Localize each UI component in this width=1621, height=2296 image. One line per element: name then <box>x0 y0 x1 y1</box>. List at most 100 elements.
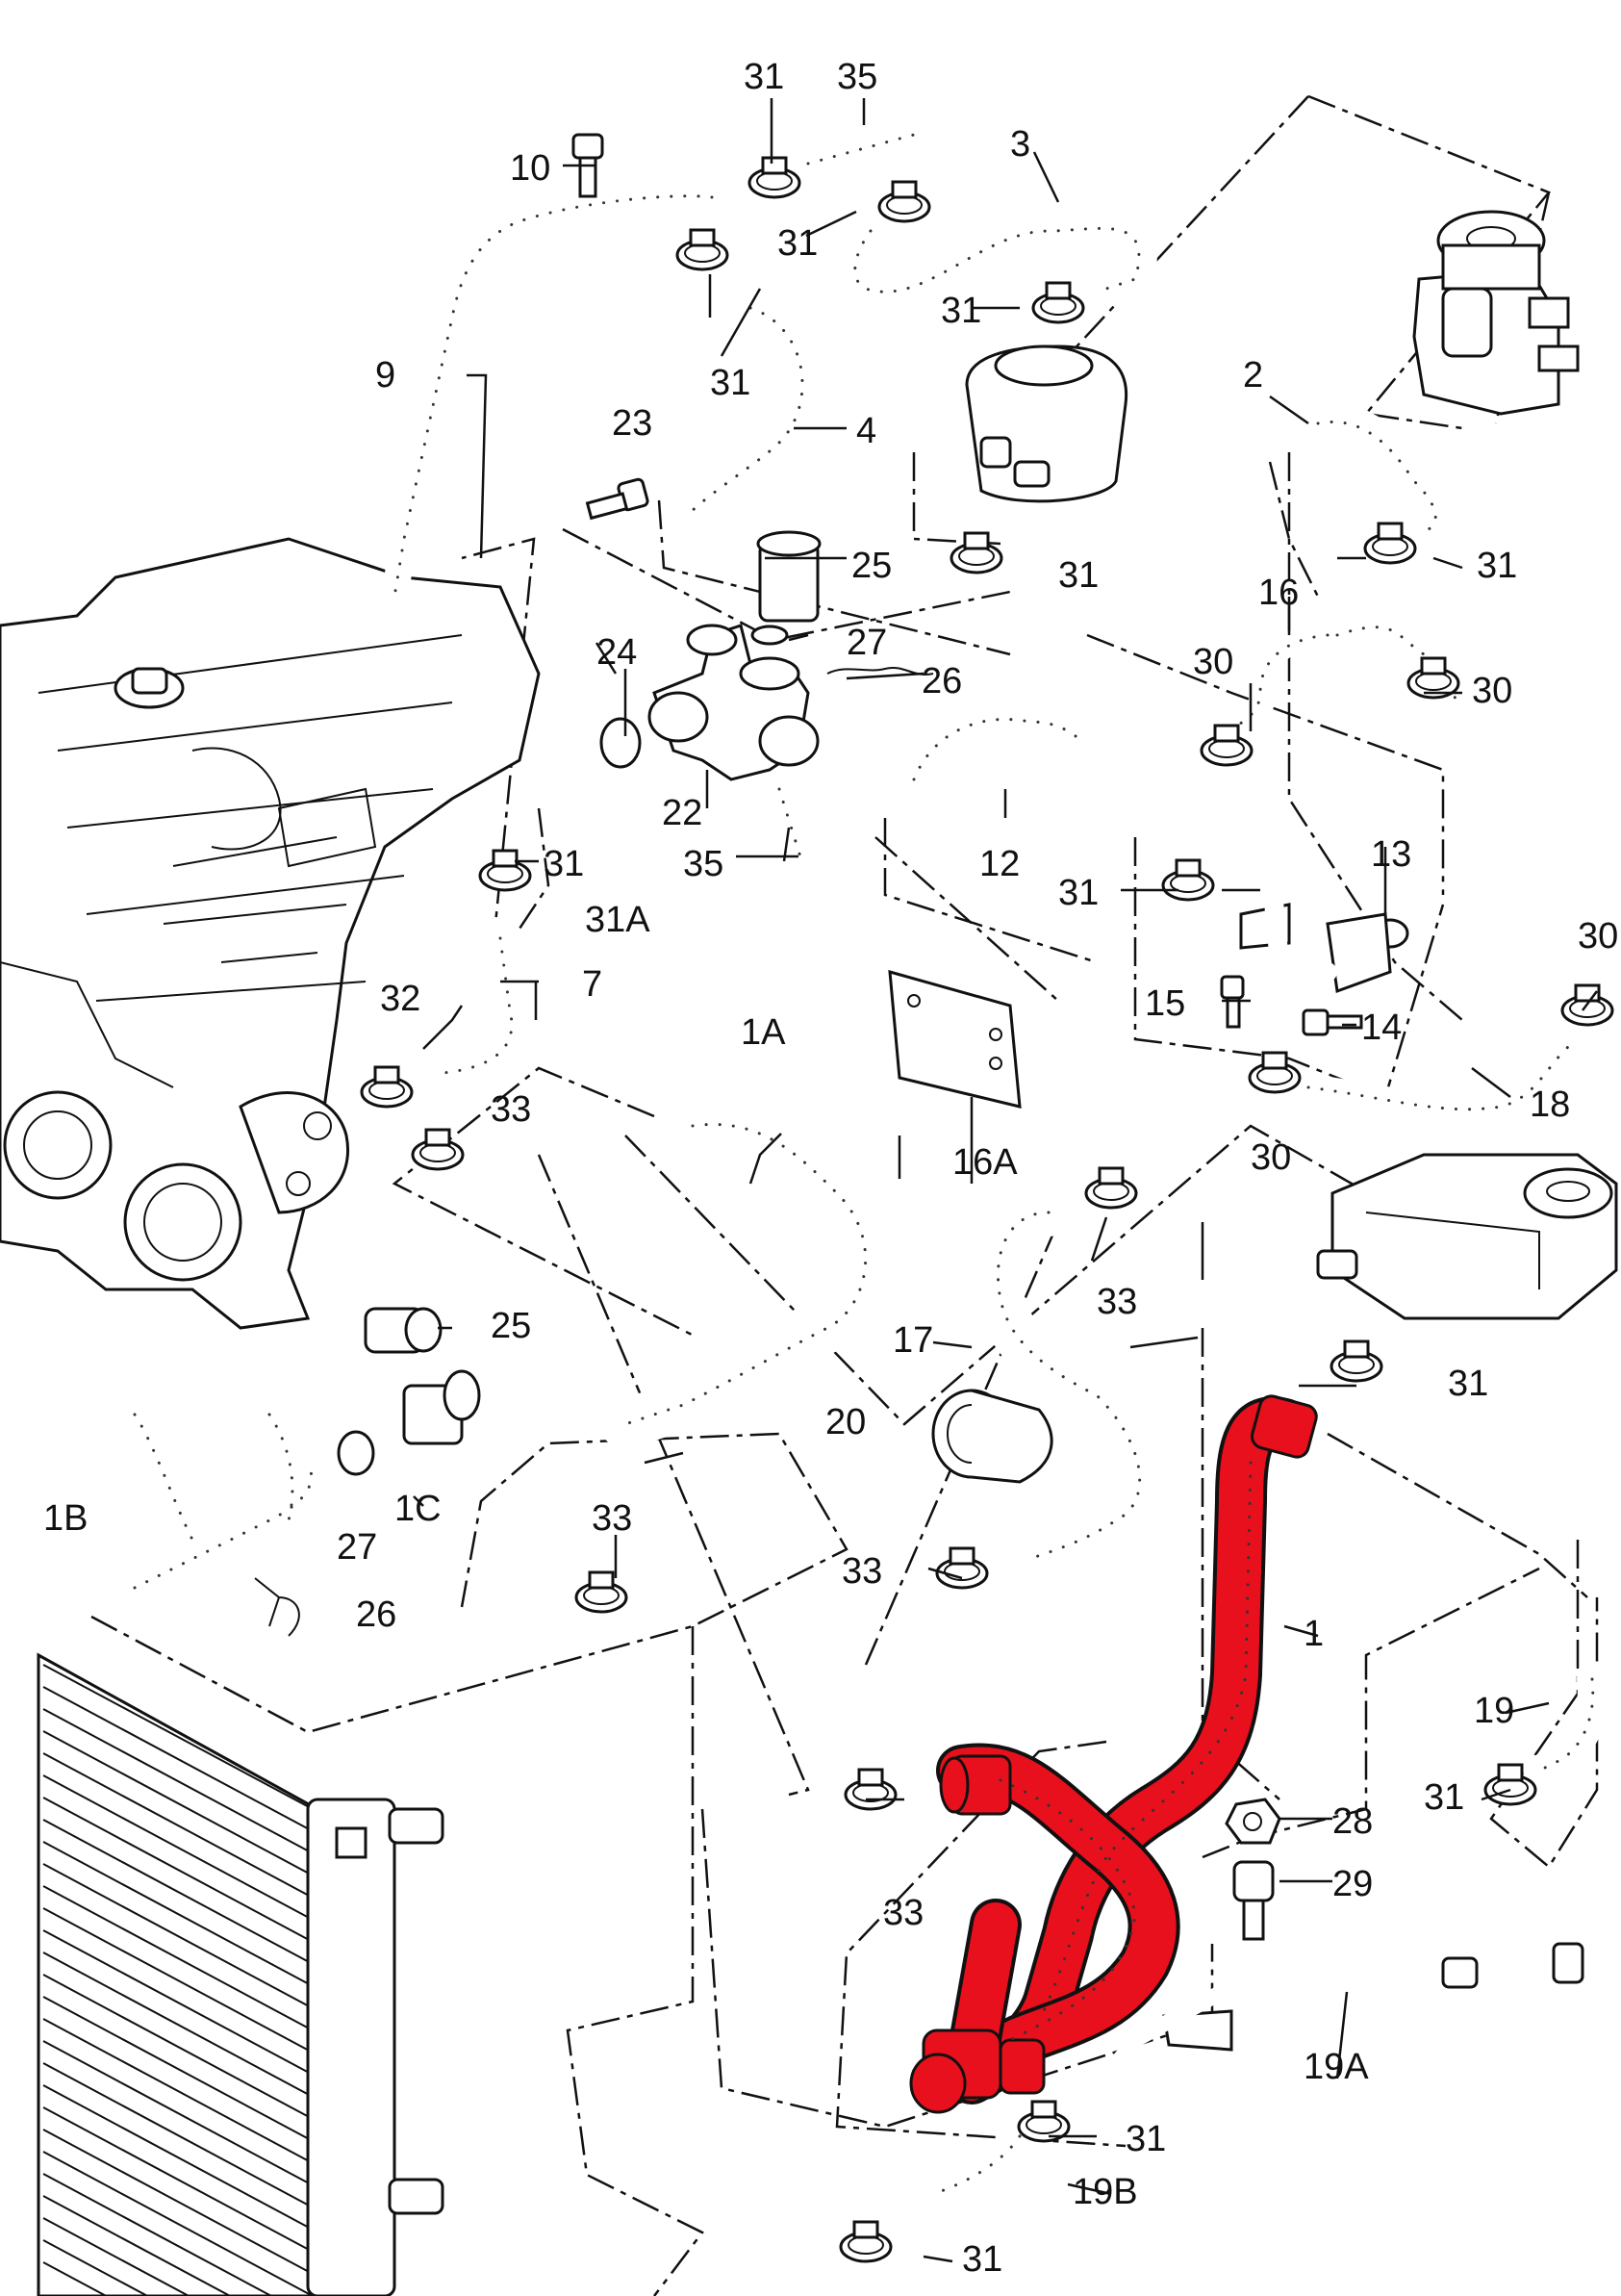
callout-c31i: 31 <box>1448 1364 1488 1404</box>
hose-clamp <box>1248 1051 1302 1094</box>
hose-clamp <box>844 1768 898 1811</box>
callout-c1A: 1A <box>741 1012 786 1053</box>
hose-7 <box>424 920 530 1091</box>
hose-19 <box>1524 1664 1608 1786</box>
callout-c27b: 27 <box>337 1527 377 1568</box>
hose-12 <box>886 691 1125 807</box>
expansion-tank-large <box>1316 1153 1618 1320</box>
callout-c31d: 31 <box>710 363 750 403</box>
callout-c26b: 26 <box>356 1594 396 1635</box>
callout-c32: 32 <box>380 979 420 1019</box>
callout-c33a: 33 <box>491 1089 531 1130</box>
hose-clamp <box>1161 858 1215 902</box>
hose-clamp <box>1406 656 1460 700</box>
hose-clamp <box>1330 1339 1383 1383</box>
callout-c18: 18 <box>1530 1084 1570 1125</box>
hose-clamp <box>675 228 729 271</box>
small-parts <box>254 133 1409 2052</box>
callout-c2: 2 <box>1243 355 1263 395</box>
callout-c23: 23 <box>612 403 652 444</box>
hose-clamp <box>950 531 1003 574</box>
leader-lines <box>413 98 1598 2263</box>
callout-c1: 1 <box>1304 1614 1324 1654</box>
hose-2 <box>1300 403 1455 548</box>
callout-c19B: 19B <box>1073 2172 1138 2212</box>
callout-c24: 24 <box>596 632 637 673</box>
callout-c33c: 33 <box>592 1498 632 1539</box>
callout-c1B: 1B <box>43 1498 88 1539</box>
callout-c31c: 31 <box>941 291 981 331</box>
callout-c3: 3 <box>1010 124 1030 165</box>
callout-c9: 9 <box>375 355 395 395</box>
hose-clamp <box>1363 522 1417 565</box>
hose-clamp <box>478 849 532 892</box>
highlighted-hose-1 <box>909 1394 1318 2114</box>
callout-c30d: 30 <box>1251 1137 1291 1178</box>
callout-c19: 19 <box>1474 1691 1514 1731</box>
hose-group <box>111 115 1608 2209</box>
callout-c25a: 25 <box>851 546 892 586</box>
callout-c16A: 16A <box>952 1142 1018 1183</box>
hose-9 <box>381 182 725 610</box>
callout-c26a: 26 <box>922 661 962 702</box>
hose-clamp <box>1200 724 1254 767</box>
callout-c1C: 1C <box>394 1489 442 1529</box>
hose-17 <box>974 1188 1164 1583</box>
hose-clamp <box>411 1128 465 1171</box>
callout-c13: 13 <box>1371 834 1411 875</box>
hose-18 <box>1295 1026 1591 1123</box>
hose-1A <box>600 1099 891 1449</box>
hose-clamp <box>839 2220 893 2263</box>
callout-c15: 15 <box>1145 983 1185 1024</box>
hose-clamp <box>574 1570 628 1614</box>
callout-c30b: 30 <box>1472 671 1512 711</box>
hose-clamp <box>935 1546 989 1590</box>
callout-c31h: 31 <box>544 844 584 884</box>
callout-c16: 16 <box>1258 573 1299 613</box>
hose-35-mid <box>763 773 820 882</box>
callout-c31k: 31 <box>1126 2119 1166 2159</box>
callout-c20: 20 <box>825 1402 866 1442</box>
hose-3 <box>836 210 1157 311</box>
hose-35-top <box>788 115 934 184</box>
throttle-body <box>1412 210 1580 416</box>
hose-clamp <box>747 156 801 199</box>
callout-c12: 12 <box>979 844 1020 884</box>
hose-1B <box>111 1390 336 1612</box>
callout-c31g: 31 <box>1058 873 1099 913</box>
hose-clamp <box>360 1065 414 1109</box>
callout-c31f: 31 <box>1477 546 1517 586</box>
expansion-tank-small <box>965 344 1128 503</box>
callout-c19A: 19A <box>1304 2047 1369 2087</box>
callout-c33e: 33 <box>883 1893 924 1933</box>
callout-c31A: 31A <box>585 900 650 940</box>
callout-c28: 28 <box>1332 1801 1373 1842</box>
hose-clamp <box>1031 281 1085 324</box>
callout-c14: 14 <box>1361 1008 1402 1048</box>
callout-c31b: 31 <box>777 223 818 264</box>
hose-clamp <box>1017 2100 1071 2143</box>
callout-c35a: 35 <box>837 57 877 97</box>
callout-c7: 7 <box>582 964 602 1005</box>
callout-c30a: 30 <box>1193 642 1233 682</box>
callout-c4: 4 <box>856 411 876 451</box>
callout-c27a: 27 <box>847 623 887 663</box>
callout-c29: 29 <box>1332 1864 1373 1904</box>
callout-c31l: 31 <box>962 2239 1002 2280</box>
callout-c31e: 31 <box>1058 555 1099 596</box>
callout-c25b: 25 <box>491 1306 531 1346</box>
hose-clamp <box>1560 983 1614 1027</box>
callout-c17: 17 <box>893 1320 933 1361</box>
radiator <box>37 1652 444 2296</box>
callout-c31j: 31 <box>1424 1777 1464 1818</box>
callout-c31a: 31 <box>744 57 784 97</box>
hose-clamp <box>1084 1166 1138 1210</box>
hose-clamps <box>360 156 1614 2263</box>
callout-c30c: 30 <box>1578 916 1618 957</box>
callout-c33d: 33 <box>842 1551 882 1592</box>
callout-c10: 10 <box>510 148 550 189</box>
hose-4 <box>670 290 821 533</box>
callout-c33b: 33 <box>1097 1282 1137 1322</box>
